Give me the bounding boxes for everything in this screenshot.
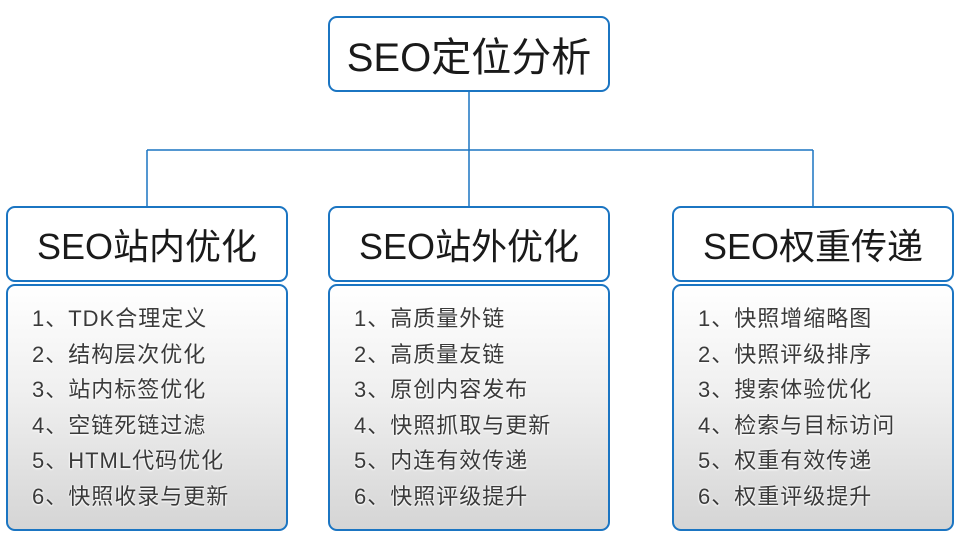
branch-title: SEO权重传递 [702,226,924,267]
branch-list-offsite: 1、高质量外链 2、高质量友链 3、原创内容发布 4、快照抓取与更新 5、内连有… [328,284,610,531]
list-item: 2、高质量友链 [354,341,506,367]
root-label: SEO定位分析 [346,36,592,80]
list-item: 2、快照评级排序 [698,341,873,367]
list-item: 6、快照评级提升 [354,483,529,509]
list-item: 6、权重评级提升 [698,483,873,509]
branch-list-onsite: 1、TDK合理定义 2、结构层次优化 3、站内标签优化 4、空链死链过滤 5、H… [6,284,288,531]
branch-title: SEO站外优化 [358,226,580,267]
list-item: 3、搜索体验优化 [698,377,873,402]
branch-header-onsite: SEO站内优化 [6,206,288,282]
list-item: 6、快照收录与更新 [32,483,230,509]
list-item: 4、快照抓取与更新 [354,412,552,438]
list-item: 5、HTML代码优化 [32,448,225,473]
branch-header-offsite: SEO站外优化 [328,206,610,282]
list-item: 1、TDK合理定义 [32,306,208,331]
list-item: 3、原创内容发布 [354,377,529,402]
list-item: 4、检索与目标访问 [698,412,896,438]
root-node: SEO定位分析 [328,16,610,92]
list-item: 5、权重有效传递 [698,448,873,473]
branch-title: SEO站内优化 [36,226,258,267]
list-item: 3、站内标签优化 [32,377,207,402]
list-item: 4、空链死链过滤 [32,412,207,438]
list-item: 1、高质量外链 [354,306,506,331]
list-item: 2、结构层次优化 [32,341,207,367]
branch-list-weight: 1、快照增缩略图 2、快照评级排序 3、搜索体验优化 4、检索与目标访问 5、权… [672,284,954,531]
branch-header-weight: SEO权重传递 [672,206,954,282]
list-item: 5、内连有效传递 [354,448,529,473]
list-item: 1、快照增缩略图 [698,306,873,331]
